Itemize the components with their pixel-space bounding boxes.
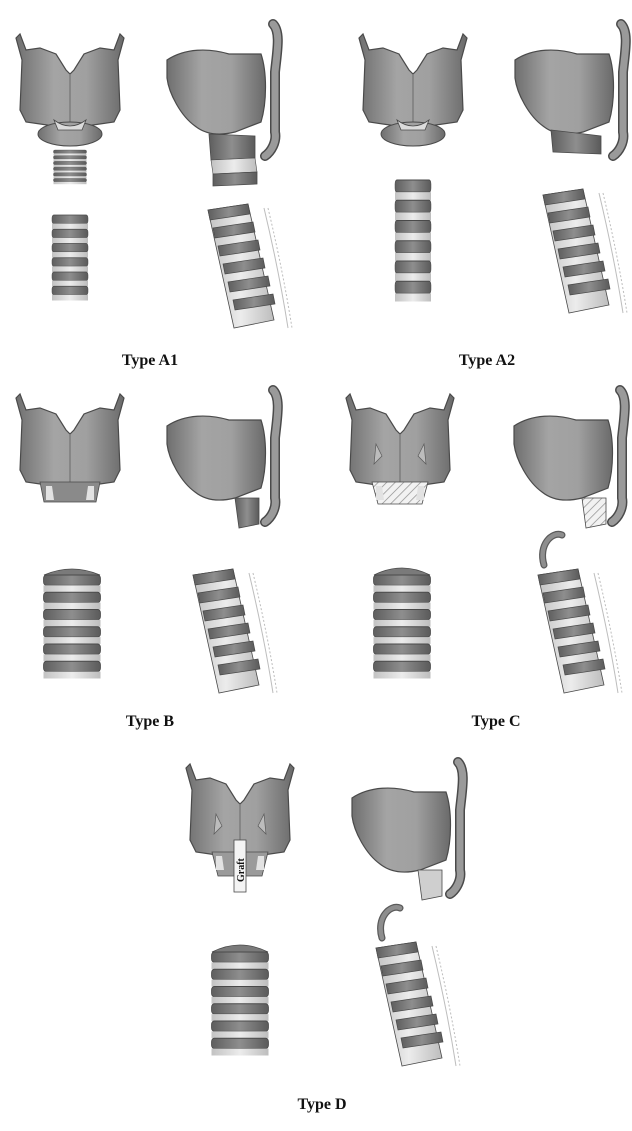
b-larynx-side: [167, 390, 278, 528]
label-type-d: Type D: [297, 1096, 346, 1113]
a1-trachea-front: [52, 215, 88, 301]
panel-type-d: Graft Type D: [186, 762, 463, 1113]
c-trachea-front: [374, 568, 431, 679]
panel-type-b: Type B: [16, 390, 278, 730]
d-trachea-side: [376, 907, 460, 1066]
c-larynx-side: [514, 390, 625, 528]
a2-trachea-front: [395, 180, 431, 302]
a2-larynx-front: [359, 34, 467, 146]
a1-larynx-front: [16, 34, 124, 184]
panel-type-a2: Type A2: [359, 24, 627, 369]
a1-larynx-side: [167, 24, 278, 186]
b-trachea-side: [193, 569, 277, 693]
label-type-a2: Type A2: [459, 352, 515, 369]
d-trachea-front: [212, 945, 269, 1056]
label-type-c: Type C: [471, 713, 520, 730]
label-type-a1: Type A1: [122, 352, 178, 369]
label-type-b: Type B: [126, 713, 174, 730]
d-larynx-front: Graft: [186, 764, 294, 892]
b-trachea-front: [44, 569, 101, 679]
panel-type-c: Type C: [346, 390, 625, 730]
graft-label: Graft: [236, 857, 247, 882]
a2-trachea-side: [543, 189, 627, 313]
c-larynx-front: [346, 394, 454, 504]
a1-trachea-side: [208, 204, 292, 328]
panel-type-a1: Type A1: [16, 24, 292, 369]
a2-larynx-side: [515, 24, 626, 156]
b-larynx-front: [16, 394, 124, 502]
d-larynx-side: [352, 762, 463, 900]
c-trachea-side: [538, 534, 622, 693]
